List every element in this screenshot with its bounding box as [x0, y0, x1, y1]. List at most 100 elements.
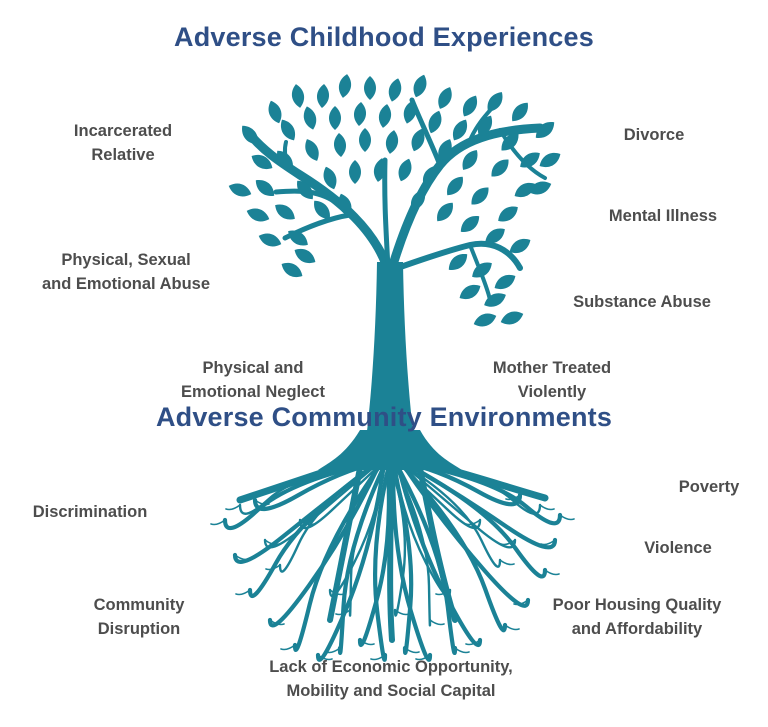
rootlet: [500, 539, 516, 546]
leaf-shape: [438, 139, 452, 161]
leaf-icon: [462, 95, 478, 117]
leaf-shape: [255, 180, 275, 196]
leaf-shape: [428, 110, 442, 134]
leaf-icon: [251, 154, 273, 170]
leaf-icon: [281, 262, 303, 278]
label-violence: Violence: [644, 539, 712, 557]
root: [348, 460, 388, 617]
root: [391, 459, 433, 662]
leaf-shape: [388, 78, 402, 102]
leaf-icon: [305, 139, 319, 161]
label-discrimination: Discrimination: [32, 503, 148, 521]
leaf-icon: [535, 122, 555, 138]
leaf-shape: [501, 133, 519, 151]
leaf-shape: [378, 104, 392, 128]
leaf-shape: [242, 125, 258, 145]
leaf-shape: [473, 313, 497, 327]
root: [401, 459, 558, 550]
root: [278, 460, 383, 573]
rootlet: [454, 647, 470, 654]
leaf-shape: [500, 311, 524, 325]
leaf-shape: [471, 187, 489, 205]
leaf-icon: [329, 106, 341, 130]
leaf-icon: [428, 110, 442, 134]
leaf-shape: [294, 248, 316, 264]
rootlet: [210, 519, 226, 526]
root: [267, 459, 383, 628]
leaf-icon: [539, 152, 561, 168]
leaf-shape: [228, 183, 252, 197]
leaf-shape: [288, 230, 308, 246]
leaf-icon: [472, 262, 492, 278]
leaf-icon: [378, 104, 392, 128]
rootlet: [465, 639, 481, 646]
leaf-icon: [349, 160, 361, 184]
leaf-shape: [385, 130, 399, 154]
leaf-icon: [280, 119, 296, 141]
leaf-shape: [485, 228, 505, 244]
leaf-shape: [246, 208, 270, 222]
leaf-shape: [514, 182, 536, 198]
leaf-shape: [410, 189, 426, 211]
leaf-shape: [491, 159, 509, 177]
root: [222, 459, 379, 531]
rootlet: [504, 624, 520, 631]
leaf-shape: [359, 128, 371, 152]
leaf-shape: [280, 119, 296, 141]
leaf-icon: [413, 74, 427, 98]
label-incarcerated-relative: Incarcerated Relative: [73, 122, 173, 164]
root: [397, 459, 508, 633]
rootlet: [235, 589, 251, 596]
leaf-shape: [462, 95, 478, 117]
leaf-icon: [291, 84, 305, 108]
branch: [382, 157, 391, 271]
root: [392, 460, 432, 627]
leaf-icon: [410, 189, 426, 211]
leaf-icon: [471, 187, 489, 205]
leaf-shape: [494, 274, 516, 290]
leaf-icon: [473, 313, 497, 327]
label-poor-housing-quality: Poor Housing Quality and Affordability: [552, 596, 722, 638]
rootlet: [415, 654, 431, 661]
trunk: [366, 262, 414, 440]
leaf-shape: [349, 160, 361, 184]
leaf-icon: [268, 100, 282, 124]
leaf-icon: [388, 78, 402, 102]
leaf-shape: [460, 216, 480, 232]
rootlet: [317, 654, 333, 661]
root: [263, 460, 382, 549]
leaf-shape: [303, 106, 317, 130]
label-poverty: Poverty: [678, 478, 740, 496]
leaf-icon: [294, 248, 316, 264]
rootlet: [359, 639, 375, 646]
leaf-icon: [258, 233, 282, 247]
leaf-icon: [485, 228, 505, 244]
leaf-shape: [520, 152, 540, 168]
leaf-icon: [501, 133, 519, 151]
leaf-shape: [403, 100, 417, 124]
label-physical-sexual-emotional-abuse: Physical, Sexual and Emotional Abuse: [41, 251, 211, 293]
leaf-shape: [277, 150, 293, 170]
leaf-icon: [438, 87, 452, 109]
leaf-icon: [359, 128, 371, 152]
title-adverse-childhood-experiences: Adverse Childhood Experiences: [174, 22, 594, 52]
root: [446, 466, 549, 502]
leaf-shape: [338, 74, 352, 98]
leaf-icon: [314, 200, 330, 220]
leaf-icon: [491, 159, 509, 177]
leaf-shape: [334, 133, 346, 157]
leaf-shape: [539, 152, 561, 168]
leaf-shape: [472, 262, 492, 278]
leaf-shape: [413, 74, 427, 98]
label-mental-illness: Mental Illness: [608, 207, 718, 225]
leaf-shape: [268, 100, 282, 124]
rootlet: [404, 647, 420, 654]
rootlet: [544, 569, 560, 576]
leaf-shape: [338, 193, 352, 217]
leaf-shape: [329, 106, 341, 130]
leaf-icon: [275, 204, 295, 220]
leaf-icon: [323, 166, 337, 190]
rootlet: [513, 599, 529, 606]
leaf-icon: [500, 311, 524, 325]
